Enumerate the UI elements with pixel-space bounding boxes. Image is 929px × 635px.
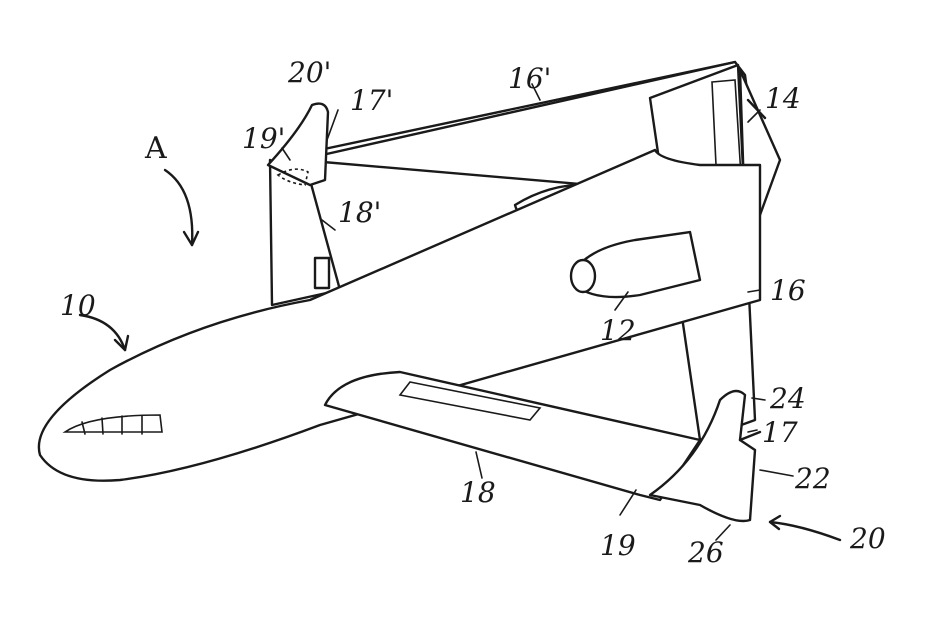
label-18: 18 [460, 476, 496, 509]
label-26: 26 [687, 536, 724, 569]
label-16: 16 [770, 274, 806, 307]
arrow-10 [78, 313, 127, 352]
far-winglet-upper [266, 102, 330, 187]
left-wing [323, 370, 702, 502]
near-winglet [648, 389, 757, 523]
label-10: 10 [60, 289, 96, 322]
far-winglet-tab [313, 256, 331, 290]
label-A: A [144, 131, 167, 166]
label-19-prime: 19' [242, 122, 285, 155]
label-22: 22 [794, 462, 831, 495]
fuselage [37, 148, 762, 482]
label-17-prime: 17' [350, 84, 393, 117]
label-18-prime: 18' [338, 196, 381, 229]
arrow-20 [768, 520, 842, 542]
label-17: 17 [762, 416, 798, 449]
label-19: 19 [600, 529, 636, 562]
cockpit-windows [62, 414, 163, 433]
label-20: 20 [849, 522, 886, 555]
label-24: 24 [769, 382, 806, 415]
arrow-A [163, 168, 194, 247]
label-14: 14 [765, 82, 801, 115]
label-12: 12 [600, 314, 636, 347]
label-20-prime: 20' [287, 56, 331, 89]
label-16-prime: 16' [508, 62, 551, 95]
